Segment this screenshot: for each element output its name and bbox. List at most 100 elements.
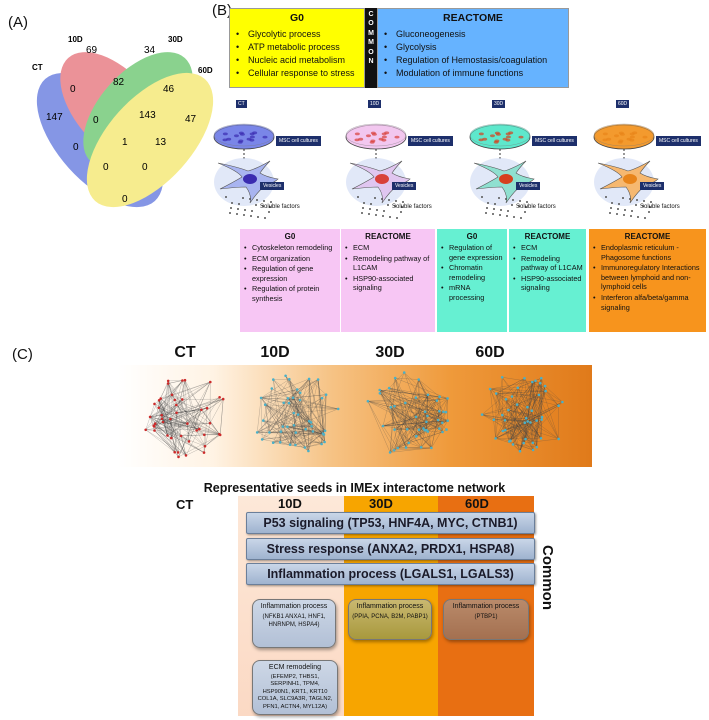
cell-illustration xyxy=(593,123,659,219)
box-title: G0 xyxy=(466,232,478,241)
pill-title: Inflammation process xyxy=(452,603,520,610)
go-item: ATP metabolic process xyxy=(234,41,360,54)
vesicles-label: Vesicles xyxy=(392,182,417,190)
timepoint-label: 10D xyxy=(368,100,382,108)
venn-num: 0 xyxy=(122,194,128,205)
venn-label-60d: 60D xyxy=(198,66,213,75)
pill-title: Inflammation process xyxy=(356,603,424,610)
cell-illustration xyxy=(213,123,279,219)
pill-10d-inflammation: Inflammation process (NFKB1 ANXA1, HNF1,… xyxy=(252,599,336,648)
go-item: Glycolytic process xyxy=(234,28,360,41)
msc-cultures-label: MSC cell cultures xyxy=(276,136,321,146)
venn-num: 0 xyxy=(142,162,148,173)
d30-go-box: G0 Regulation of gene expression Chromat… xyxy=(437,229,507,332)
venn-label-ct: CT xyxy=(32,63,43,72)
d10-reactome-box: REACTOME ECM Remodeling pathway of L1CAM… xyxy=(341,229,435,332)
venn-label-30d: 30D xyxy=(168,35,183,44)
box-item: Regulation of gene expression xyxy=(243,264,337,283)
timepoint-label: 30D xyxy=(492,100,506,108)
msc-cultures-label: MSC cell cultures xyxy=(656,136,701,146)
d60-reactome-box: REACTOME Endoplasmic reticulum - Phagoso… xyxy=(589,229,706,332)
box-title: REACTOME xyxy=(624,232,671,241)
network-title-60d: 60D xyxy=(475,344,505,361)
box-item: Immunoregulatory Interactions between ly… xyxy=(592,263,703,292)
stress-response-bar: Stress response (ANXA2, PRDX1, HSPA8) xyxy=(246,538,535,560)
vesicles-label: Vesicles xyxy=(260,182,285,190)
venn-num: 0 xyxy=(70,84,76,95)
reactome-item: Gluconeogenesis xyxy=(382,28,564,41)
pill-10d-ecm: ECM remodeling (EFEMP2, THBS1, SERPINH1,… xyxy=(252,660,338,715)
box-item: Interferon alfa/beta/gamma signaling xyxy=(592,293,703,312)
p53-signaling-bar: P53 signaling (TP53, HNF4A, MYC, CTNB1) xyxy=(246,512,535,534)
box-item: Chromatin remodeling xyxy=(440,263,504,282)
seeds-title: Representative seeds in IMEx interactome… xyxy=(203,481,506,495)
pill-30d-inflammation: Inflammation process (PPIA, PCNA, B2M, P… xyxy=(348,599,432,640)
reactome-item: Modulation of immune functions xyxy=(382,67,564,80)
go-item: Cellular response to stress xyxy=(234,67,360,80)
reactome-title: REACTOME xyxy=(443,12,503,24)
box-title: REACTOME xyxy=(524,232,571,241)
pill-genes: (PPIA, PCNA, B2M, PABP1) xyxy=(352,614,428,620)
go-header-box: G0 Glycolytic process ATP metabolic proc… xyxy=(229,8,365,88)
box-item: ECM organization xyxy=(243,254,337,264)
pill-genes: (NFKB1 ANXA1, HNF1, HNRNPM, HSPA4) xyxy=(262,614,326,628)
box-item: HSP90-associated signaling xyxy=(344,274,432,293)
msc-cultures-label: MSC cell cultures xyxy=(408,136,453,146)
venn-num: 69 xyxy=(86,45,98,56)
go-item: Nucleic acid metabolism xyxy=(234,54,360,67)
timepoint-label: 60D xyxy=(616,100,630,108)
venn-num: 47 xyxy=(185,114,197,125)
venn-diagram: CT 10D 30D 60D 147 69 34 47 0 82 46 0 14… xyxy=(32,35,214,208)
inflammation-bar: Inflammation process (LGALS1, LGALS3) xyxy=(246,563,535,585)
soluble-factors-label: Soluble factors xyxy=(392,204,432,210)
common-vertical-label: C O M M O N xyxy=(365,8,377,88)
soluble-factors-label: Soluble factors xyxy=(260,204,300,210)
pill-genes: (EFEMP2, THBS1, SERPINH1, TPM4, HSP90N1,… xyxy=(257,673,333,710)
box-item: Cytoskeleton remodeling xyxy=(243,243,337,253)
soluble-factors-label: Soluble factors xyxy=(516,204,556,210)
cell-illustration xyxy=(469,123,535,219)
d30-reactome-box: REACTOME ECM Remodeling pathway of L1CAM… xyxy=(509,229,586,332)
venn-num: 0 xyxy=(93,115,99,126)
d10-go-box: G0 Cytoskeleton remodeling ECM organizat… xyxy=(240,229,340,332)
venn-num: 34 xyxy=(144,45,156,56)
box-item: ECM xyxy=(344,243,432,253)
venn-num: 147 xyxy=(46,112,63,123)
col-label-ct: CT xyxy=(176,497,194,512)
network-graphs xyxy=(144,371,564,459)
cell-illustration xyxy=(345,123,411,219)
venn-num: 82 xyxy=(113,77,125,88)
reactome-item: Regulation of Hemostasis/coagulation xyxy=(382,54,564,67)
venn-num: 0 xyxy=(103,162,109,173)
timepoint-label: CT xyxy=(236,100,247,108)
reactome-header-box: REACTOME Gluconeogenesis Glycolysis Regu… xyxy=(377,8,569,88)
pill-title: ECM remodeling xyxy=(268,664,322,671)
venn-num: 13 xyxy=(155,137,167,148)
panel-b-letter: (B) xyxy=(212,2,232,19)
pill-title: Inflammation process xyxy=(260,603,328,610)
box-item: Endoplasmic reticulum - Phagosome functi… xyxy=(592,243,703,262)
network-title-30d: 30D xyxy=(375,344,405,361)
soluble-factors-label: Soluble factors xyxy=(640,204,680,210)
panel-a-letter: (A) xyxy=(8,14,28,31)
network-title-10d: 10D xyxy=(260,344,290,361)
panel-c-letter: (C) xyxy=(12,346,33,363)
reactome-item: Glycolysis xyxy=(382,41,564,54)
box-item: Remodeling pathway of L1CAM xyxy=(512,254,583,273)
box-title: G0 xyxy=(284,232,296,241)
box-item: ECM xyxy=(512,243,583,253)
network-title-ct: CT xyxy=(174,344,196,361)
box-item: Regulation of protein synthesis xyxy=(243,284,337,303)
common-label: Common xyxy=(539,545,556,610)
col-label-10d: 10D xyxy=(278,496,302,511)
pill-60d-inflammation: Inflammation process (PTBP1) xyxy=(443,599,529,640)
pill-genes: (PTBP1) xyxy=(474,614,498,620)
venn-label-10d: 10D xyxy=(68,35,83,44)
box-item: mRNA processing xyxy=(440,283,504,302)
box-title: REACTOME xyxy=(365,232,411,241)
col-label-60d: 60D xyxy=(465,496,489,511)
venn-num: 143 xyxy=(139,110,156,121)
col-label-30d: 30D xyxy=(369,496,393,511)
vesicles-label: Vesicles xyxy=(516,182,541,190)
box-item: Regulation of gene expression xyxy=(440,243,504,262)
